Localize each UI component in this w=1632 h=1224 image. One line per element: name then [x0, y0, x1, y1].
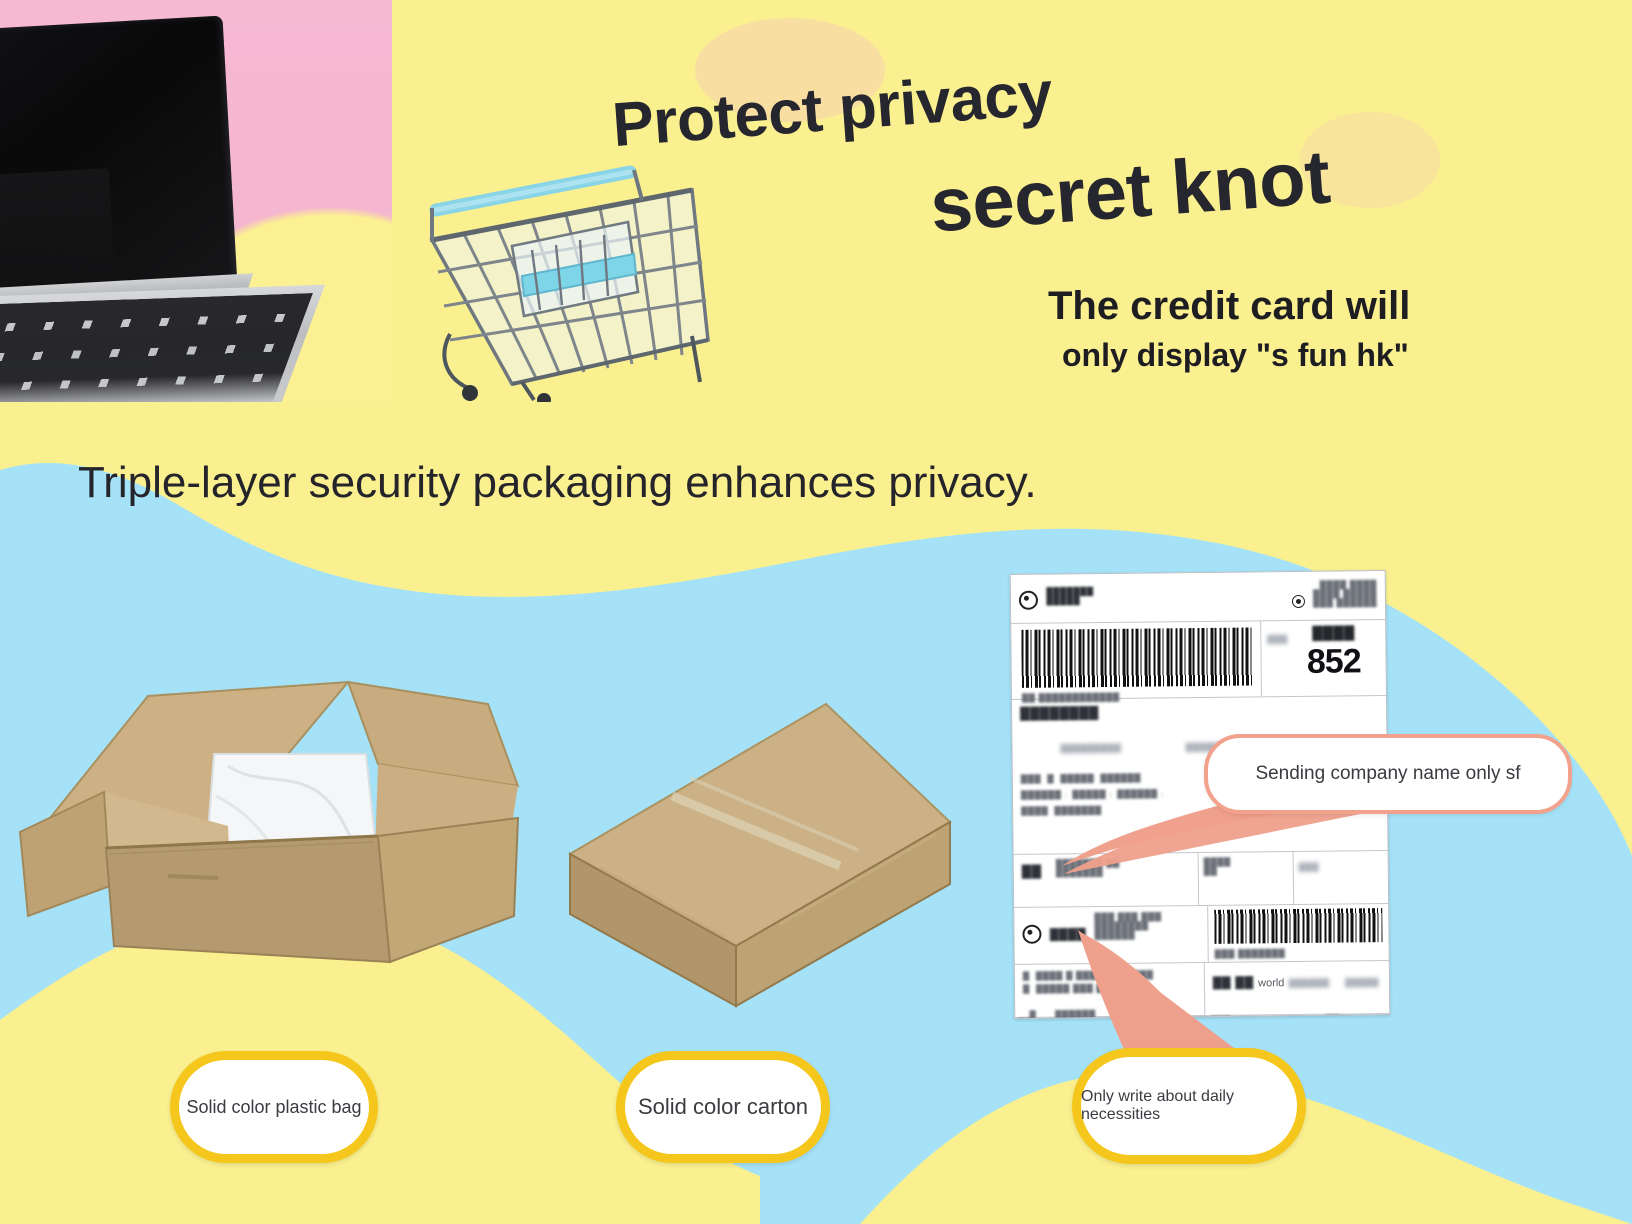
label-barcode-number: ██ ████████████	[1021, 692, 1120, 703]
background-yellow-wave	[0, 0, 1632, 664]
label-recipient-title: ████████	[1020, 706, 1099, 721]
label-courier-block-right: ████ ████████ ████████ ██████	[1291, 580, 1377, 611]
pill-solid-color-carton[interactable]: Solid color carton	[616, 1051, 830, 1163]
closed-carton-photo	[540, 660, 960, 1010]
label-dest-chinese: ████	[1312, 626, 1355, 642]
laptop-keyboard	[0, 293, 313, 402]
plastic-bag-creases	[227, 764, 362, 859]
pill-solid-color-plastic-bag[interactable]: Solid color plastic bag	[170, 1051, 378, 1163]
callout-text: Sending company name only sf	[1255, 763, 1521, 784]
label-main-barcode-cell: ██ ████████████	[1011, 621, 1262, 703]
laptop-screen	[0, 15, 238, 298]
label-main-barcode	[1021, 627, 1253, 688]
subheadline-display-name: only display "s fun hk"	[1062, 337, 1409, 373]
label-world-redacted: ██████ █████	[1288, 978, 1379, 989]
background-peach-glow-2	[1300, 112, 1440, 208]
cart-child-seat	[510, 220, 640, 318]
label-header-row: ████████████ ████ ████████ ████████ ████…	[1010, 571, 1386, 624]
label-barcode-row: ██ ████████████ ███ ████ 852	[1011, 620, 1386, 703]
open-carton-photo	[18, 586, 548, 976]
tagline-triple-layer: Triple-layer security packaging enhances…	[78, 458, 1037, 507]
pill-1-label: Solid color plastic bag	[186, 1096, 362, 1117]
cart-wheel-left	[462, 385, 478, 401]
carton-right-face	[376, 816, 520, 964]
closed-carton-right-face	[735, 820, 951, 1008]
pill-3-label: Only write about daily necessities	[1081, 1088, 1234, 1123]
label-sender-title: ██	[1021, 864, 1042, 879]
cart-wheel-right	[537, 393, 551, 402]
label-courier-text-right: ████ ████████ ████████ ██████	[1312, 580, 1378, 608]
label-dest-caption: ███	[1267, 635, 1288, 645]
laptop-photo	[0, 0, 392, 402]
courier-mark-icon	[1291, 595, 1305, 609]
courier-eye-icon	[1018, 590, 1039, 610]
subheadline-credit-card: The credit card will	[1048, 284, 1411, 328]
courier-eye-icon-2	[1022, 924, 1042, 945]
label-courier-logo-left: ████████████	[1018, 587, 1094, 610]
pill-only-daily-necessities[interactable]: Only write about daily necessities	[1072, 1048, 1306, 1164]
callout-sending-company: Sending company name only sf	[1204, 734, 1572, 814]
background-peach-glow	[695, 18, 885, 122]
shopping-cart-photo	[392, 150, 722, 402]
carton-front-face	[104, 834, 392, 964]
cart-handle	[429, 165, 644, 242]
pill-2-label: Solid color carton	[638, 1094, 808, 1119]
carton-flap-front-left	[18, 790, 112, 918]
cart-legs	[442, 333, 702, 402]
carton-flap-back-right	[346, 680, 520, 788]
closed-carton-tape	[670, 791, 842, 871]
label-destination-code: 852	[1306, 642, 1361, 681]
label-courier-name-left: ████████████	[1046, 587, 1094, 606]
label-destination-cell: ███ ████ 852	[1261, 620, 1386, 696]
label-recipient-redacted-a: █████████	[1060, 743, 1122, 754]
